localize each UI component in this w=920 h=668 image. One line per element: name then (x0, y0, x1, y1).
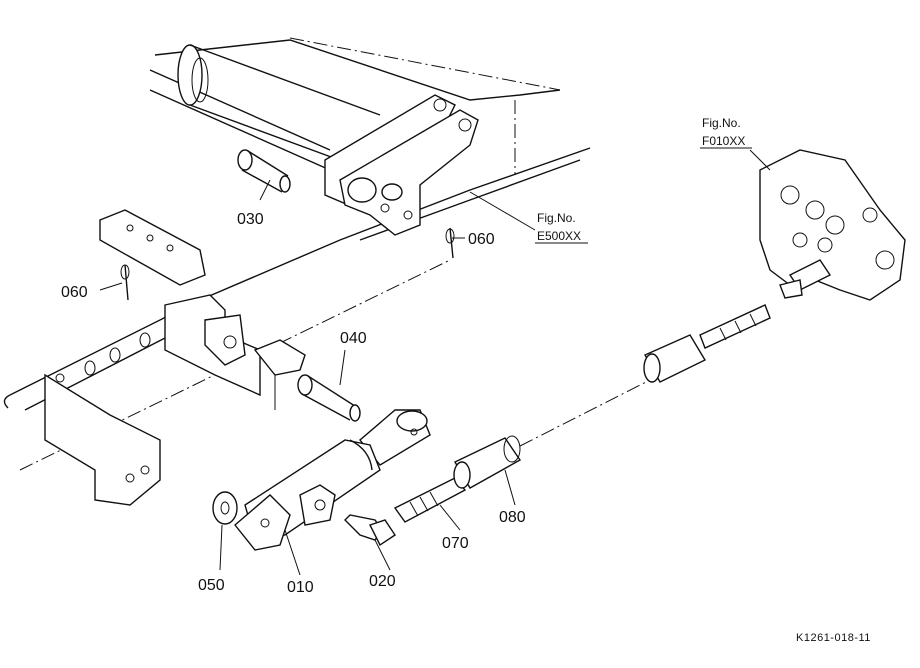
axle-tube (177, 44, 381, 176)
pin-030 (237, 149, 291, 193)
part-label-010: 010 (287, 579, 314, 596)
pin-040 (297, 374, 361, 422)
part-label-040: 040 (340, 330, 367, 347)
figure-reference-code: F010XX (702, 134, 745, 148)
left-mount-plate (44, 209, 206, 506)
hose-fitting-070 (393, 477, 467, 523)
figure-reference-f010xx[interactable]: Fig.No. F010XX (700, 116, 752, 149)
part-label-060-left: 060 (61, 284, 88, 301)
cotter-pin-060-right (445, 227, 455, 259)
elbow-fitting-020 (344, 514, 396, 547)
washer-050 (212, 491, 238, 525)
hydraulic-cylinder-010 (234, 409, 431, 551)
figure-reference-prefix: Fig.No. (537, 211, 576, 225)
center-bracket (164, 294, 306, 410)
part-label-020: 020 (369, 573, 396, 590)
hose-sleeve-080 (453, 435, 522, 489)
hydraulic-hose (519, 304, 771, 447)
drawing-code: K1261-018-11 (796, 632, 871, 644)
figure-reference-code: E500XX (537, 229, 581, 243)
part-label-070: 070 (442, 535, 469, 552)
leader-lines (99, 149, 771, 576)
cotter-pin-060-left (120, 264, 130, 301)
part-label-060-right: 060 (468, 231, 495, 248)
part-label-080: 080 (499, 509, 526, 526)
lift-arm-bracket (324, 94, 479, 236)
figure-reference-e500xx[interactable]: Fig.No. E500XX (535, 211, 588, 244)
figure-reference-prefix: Fig.No. (702, 116, 741, 130)
part-label-030: 030 (237, 211, 264, 228)
part-label-050: 050 (198, 577, 225, 594)
control-valve-assembly (759, 149, 906, 301)
